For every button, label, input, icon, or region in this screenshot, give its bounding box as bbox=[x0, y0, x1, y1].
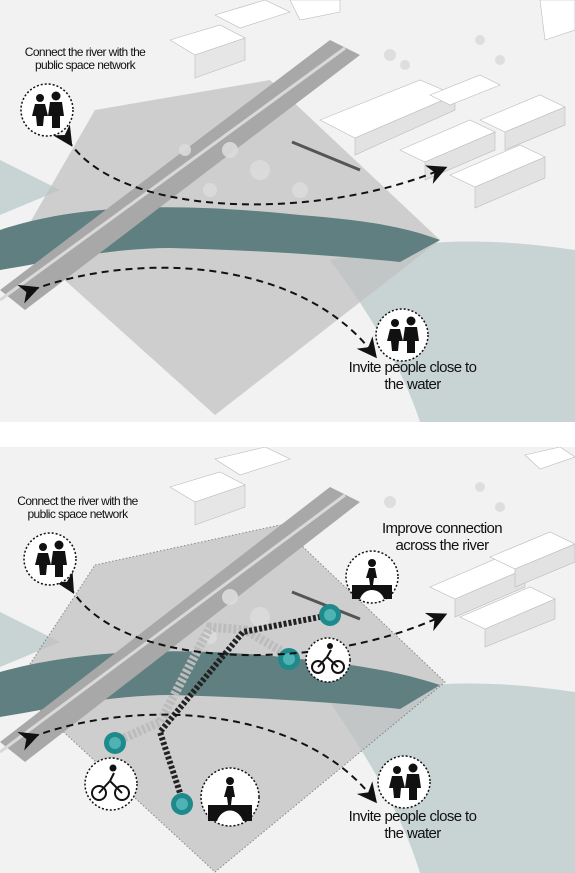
cyclist-icon bbox=[84, 757, 138, 811]
pedestrians-icon bbox=[375, 308, 429, 362]
pedestrians-icon bbox=[23, 532, 77, 586]
label-invite-water: Invite people close to the water bbox=[335, 808, 490, 842]
connection-arrow-water bbox=[17, 266, 377, 359]
buildings-north bbox=[169, 447, 575, 526]
label-line: across the river bbox=[395, 536, 490, 554]
node-marker bbox=[171, 793, 193, 815]
node-marker bbox=[104, 732, 126, 754]
water-body bbox=[330, 683, 575, 873]
site-map-existing bbox=[0, 0, 575, 422]
connection-arrow-water bbox=[17, 713, 378, 804]
cyclist-icon bbox=[305, 637, 351, 683]
pedestrians-icon bbox=[377, 755, 431, 809]
connection-arrow-top bbox=[53, 124, 448, 206]
diagram-panel-proposed: Connect the river with the public space … bbox=[0, 447, 575, 873]
label-line: public space network bbox=[34, 58, 136, 73]
pedestrians-icon bbox=[20, 83, 74, 137]
label-connect-river: Connect the river with the public space … bbox=[5, 494, 150, 522]
node-marker bbox=[319, 604, 341, 626]
label-connect-river: Connect the river with the public space … bbox=[10, 45, 160, 73]
water-body-left bbox=[0, 612, 60, 667]
site-map-proposed bbox=[0, 447, 575, 873]
label-line: Invite people close to bbox=[348, 359, 477, 376]
label-line: the water bbox=[384, 375, 441, 393]
water-body bbox=[330, 241, 575, 422]
buildings-north bbox=[169, 0, 575, 79]
label-line: public space network bbox=[27, 507, 128, 522]
label-line: Connect the river with the bbox=[24, 45, 146, 59]
bridge-crossing-icon bbox=[345, 550, 399, 604]
diagram-panel-existing: Connect the river with the public space … bbox=[0, 0, 575, 422]
connection-arrow-top bbox=[55, 571, 448, 657]
bridge-crossing-icon bbox=[200, 767, 260, 827]
label-line: Improve connection bbox=[381, 520, 503, 537]
panel-divider bbox=[0, 422, 575, 447]
label-line: the water bbox=[384, 824, 441, 842]
water-body-left bbox=[0, 160, 60, 215]
buildings-east bbox=[429, 531, 575, 648]
label-line: Connect the river with the bbox=[17, 494, 138, 508]
label-improve-connection: Improve connection across the river bbox=[362, 520, 522, 554]
label-line: Invite people close to bbox=[348, 808, 477, 825]
label-invite-water: Invite people close to the water bbox=[335, 359, 490, 393]
node-marker bbox=[278, 648, 300, 670]
